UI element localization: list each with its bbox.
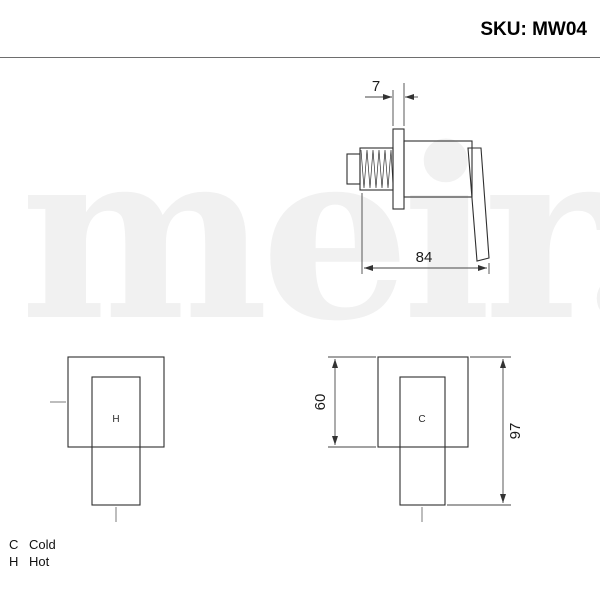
thread-texture: [360, 149, 394, 189]
lever-handle: [467, 147, 490, 262]
hot-wall-plate: [67, 356, 165, 448]
cold-wall-plate: [377, 356, 469, 448]
legend-item-cold: C Cold: [9, 536, 56, 553]
front-view-cold: [377, 356, 469, 506]
meir-brand-watermark: meir.: [20, 97, 600, 373]
spindle-tip: [346, 153, 361, 185]
header-bar: SKU: MW04: [0, 0, 600, 58]
dim-total-height: 97: [507, 423, 524, 440]
sku-label: SKU: MW04: [480, 19, 587, 40]
wall-flange: [392, 128, 405, 210]
legend-label-hot: Hot: [29, 554, 50, 569]
legend-item-hot: H Hot: [9, 553, 56, 570]
legend-key-cold: C: [9, 537, 19, 552]
cold-handle-label: C: [418, 414, 425, 425]
front-view-hot-centerlines: [50, 401, 117, 522]
legend-key-hot: H: [9, 554, 19, 569]
dim-flange-thickness: 7: [372, 78, 380, 95]
dim-plate-height: 60: [312, 394, 329, 411]
side-view-dimensions: [361, 83, 490, 274]
mixer-body: [403, 140, 473, 198]
front-view-cold-dimensions: [328, 356, 511, 522]
side-view-mixer: [346, 128, 490, 262]
cold-handle: [399, 376, 446, 506]
legend: C Cold H Hot: [9, 536, 56, 570]
dim-overall-length: 84: [416, 249, 433, 266]
front-view-hot: [67, 356, 165, 506]
legend-label-cold: Cold: [29, 537, 56, 552]
hot-handle-label: H: [112, 414, 119, 425]
hot-handle: [91, 376, 141, 506]
